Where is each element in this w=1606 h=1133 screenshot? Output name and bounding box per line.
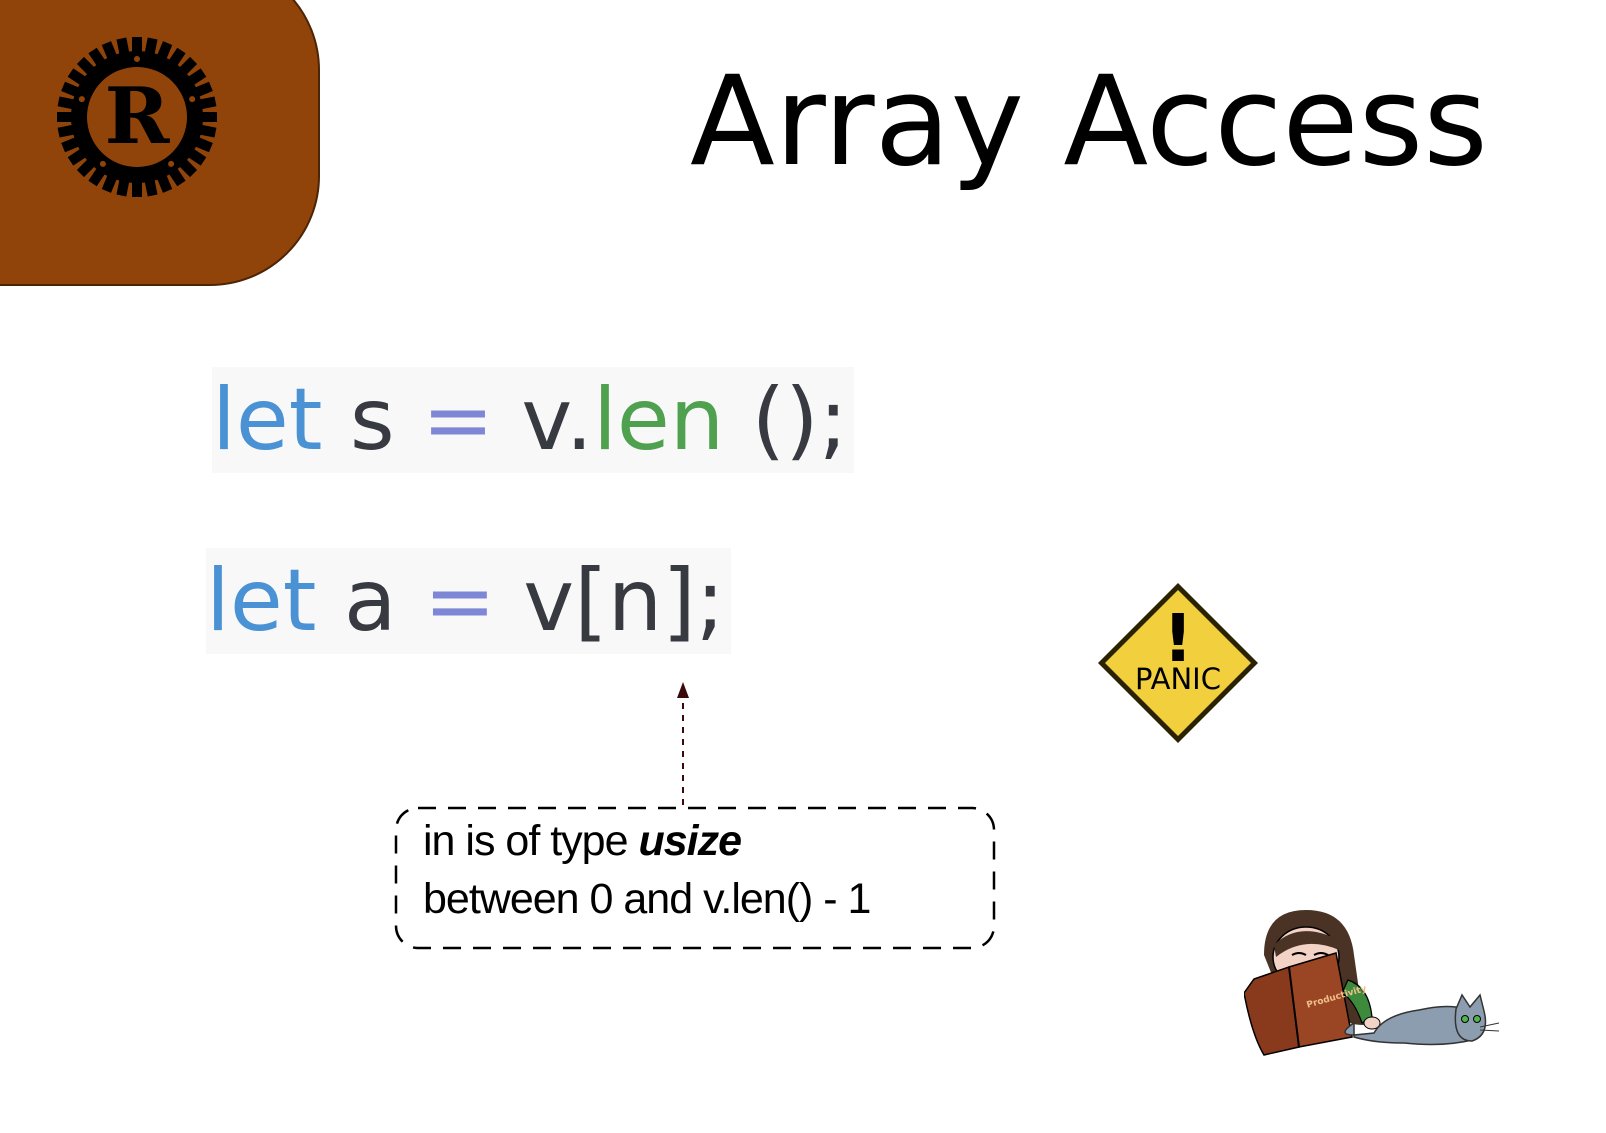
code-method: len <box>592 370 725 470</box>
annotation-text: in is of type usize between 0 and v.len(… <box>423 812 871 928</box>
rust-logo-tab: R <box>0 0 320 286</box>
code-line-length: let s = v.len (); <box>212 367 854 473</box>
code-operator: = <box>422 370 495 470</box>
annotation-type: usize <box>638 817 742 865</box>
code-operator: = <box>423 551 496 651</box>
annotation-prefix: in is of type <box>423 817 639 865</box>
code-line-index: let a = v[n]; <box>206 548 731 654</box>
code-variable: s <box>322 370 423 470</box>
code-variable: a <box>316 551 424 651</box>
code-index-expression: v[n]; <box>495 551 725 651</box>
arrow-head-icon <box>677 682 689 698</box>
code-call: (); <box>724 370 848 470</box>
exclamation-icon: ! <box>1163 600 1193 677</box>
rust-logo-icon: R <box>57 37 217 197</box>
slide-title: Array Access <box>690 50 1488 194</box>
code-keyword: let <box>212 370 323 470</box>
reading-person-illustration: Productivity <box>1244 910 1500 1056</box>
annotation-line-2: between 0 and v.len() - 1 <box>423 875 871 923</box>
code-keyword: let <box>206 551 317 651</box>
svg-text:R: R <box>105 71 171 162</box>
annotation-line-1: in is of type usize <box>423 812 870 870</box>
code-object: v. <box>494 370 593 470</box>
panic-sign-icon: ! <box>1098 583 1258 743</box>
annotation-box <box>394 806 996 950</box>
panic-label: PANIC <box>1135 662 1221 696</box>
